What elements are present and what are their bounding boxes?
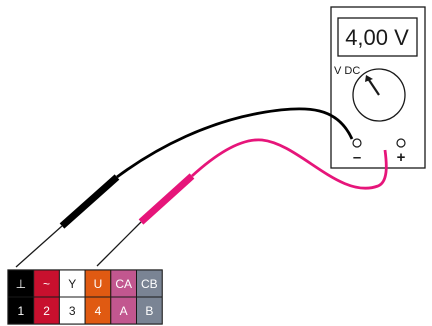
black-probe-handle[interactable] bbox=[59, 174, 120, 229]
multimeter-display bbox=[337, 17, 418, 57]
terminal-number: A bbox=[120, 304, 128, 318]
terminal-symbol: CB bbox=[141, 277, 158, 291]
terminal-number: 2 bbox=[43, 304, 50, 318]
red-test-lead bbox=[96, 138, 388, 267]
multimeter: 4,00 V V DC – + bbox=[330, 6, 426, 169]
dial-pointer bbox=[368, 79, 380, 96]
minus-label: – bbox=[353, 149, 361, 166]
terminal-symbol: ⊥ bbox=[16, 277, 26, 291]
red-probe-handle[interactable] bbox=[138, 173, 195, 225]
terminal-number: 3 bbox=[69, 304, 76, 318]
com-jack[interactable] bbox=[352, 138, 362, 148]
dial-pointer-tip bbox=[365, 75, 373, 82]
terminal-block: ⊥ 1 ~2 Y 3 U 4 CA A CB B bbox=[7, 269, 163, 325]
plus-label: + bbox=[397, 149, 406, 166]
terminal-number: 4 bbox=[95, 304, 102, 318]
black-lead-wire bbox=[116, 107, 354, 179]
display-reading: 4,00 V bbox=[345, 25, 409, 50]
terminal-number: B bbox=[145, 304, 153, 318]
mode-label: V DC bbox=[334, 65, 360, 77]
volt-jack[interactable] bbox=[396, 138, 406, 148]
black-probe-tip bbox=[15, 225, 63, 268]
terminal-symbol: U bbox=[94, 277, 103, 291]
terminal-symbol: Y bbox=[68, 277, 76, 291]
terminal-symbol: CA bbox=[115, 277, 132, 291]
red-lead-wire bbox=[191, 138, 388, 190]
black-test-lead bbox=[15, 107, 354, 268]
red-probe-tip bbox=[96, 221, 142, 267]
terminal-symbol: ~ bbox=[43, 277, 50, 291]
terminal-number: 1 bbox=[18, 304, 25, 318]
